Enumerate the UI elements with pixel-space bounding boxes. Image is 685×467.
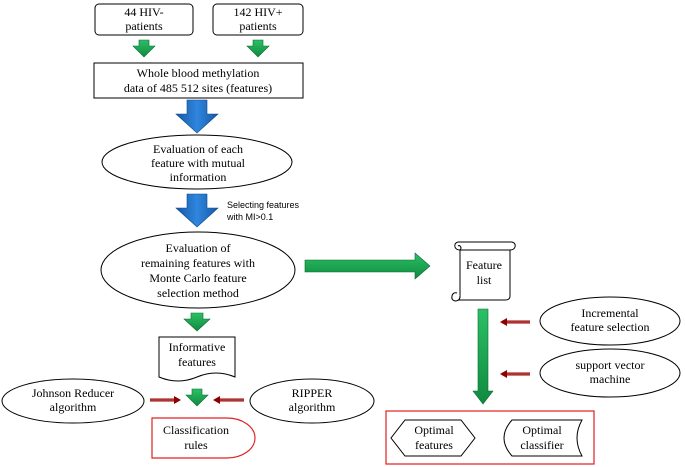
mutual-info-line2: feature with mutual <box>151 156 246 170</box>
selecting-line2: with MI>0.1 <box>226 212 273 222</box>
johnson-line2: algorithm <box>50 400 97 414</box>
selecting-line1: Selecting features <box>227 200 300 210</box>
feature-list-line1: Feature <box>466 258 502 272</box>
red-arrow-johnson <box>150 396 181 404</box>
incremental-selection-ellipse: Incremental feature selection <box>539 296 681 346</box>
selecting-features-note: Selecting features with MI>0.1 <box>226 200 300 222</box>
monte-carlo-line3: Monte Carlo feature <box>149 271 246 285</box>
johnson-reducer-ellipse: Johnson Reducer algorithm <box>1 378 145 424</box>
informative-features-document: Informative features <box>158 336 236 382</box>
red-arrow-svm <box>500 370 530 378</box>
arrow-down-to-optimal <box>472 308 494 405</box>
arrow-right-to-feature-list <box>304 252 431 280</box>
rules-line2: rules <box>184 438 208 452</box>
incremental-line1: Incremental <box>581 306 639 320</box>
optimal-outputs-frame <box>385 410 595 465</box>
optimal-classifier-line2: classifier <box>520 438 563 452</box>
monte-carlo-ellipse: Evaluation of remaining features with Mo… <box>100 231 296 309</box>
rules-line1: Classification <box>163 423 229 437</box>
optimal-classifier-shape: Optimal classifier <box>503 419 583 457</box>
hiv-negative-line2: patients <box>125 19 163 33</box>
johnson-line1: Johnson Reducer <box>32 386 114 400</box>
svm-line2: machine <box>590 372 631 386</box>
methylation-line1: Whole blood methylation <box>137 66 260 80</box>
red-arrow-incremental <box>500 318 530 326</box>
mutual-info-line3: information <box>170 170 227 184</box>
informative-line1: Informative <box>169 340 226 354</box>
svm-ellipse: support vector machine <box>539 348 681 398</box>
hiv-negative-box: 44 HIV- patients <box>94 3 194 36</box>
arrow-down-blue-2 <box>175 193 219 228</box>
hiv-negative-line1: 44 HIV- <box>124 5 163 19</box>
arrow-down-blue-1 <box>175 99 219 134</box>
arrow-down-to-rules <box>185 388 209 407</box>
optimal-features-hexagon: Optimal features <box>390 419 476 457</box>
optimal-features-line2: features <box>415 438 453 452</box>
ripper-line2: algorithm <box>289 400 336 414</box>
arrow-down-hiv-neg <box>132 39 156 58</box>
mutual-info-line1: Evaluation of each <box>153 142 243 156</box>
incremental-line2: feature selection <box>571 320 650 334</box>
hiv-positive-box: 142 HIV+ patients <box>212 3 304 36</box>
feature-list-scroll: Feature list <box>451 241 516 302</box>
informative-line2: features <box>178 355 216 369</box>
feature-list-line2: list <box>477 273 492 287</box>
optimal-features-line1: Optimal <box>414 423 454 437</box>
arrow-down-to-informative <box>183 312 211 332</box>
arrow-down-hiv-pos <box>246 39 270 58</box>
hiv-positive-line2: patients <box>239 19 277 33</box>
mutual-information-ellipse: Evaluation of each feature with mutual i… <box>101 134 293 190</box>
monte-carlo-line2: remaining features with <box>141 256 255 270</box>
methylation-line2: data of 485 512 sites (features) <box>124 81 272 95</box>
monte-carlo-line1: Evaluation of <box>166 241 231 255</box>
optimal-classifier-line1: Optimal <box>522 423 562 437</box>
red-arrow-ripper <box>213 396 244 404</box>
hiv-positive-line1: 142 HIV+ <box>233 5 282 19</box>
svm-line1: support vector <box>576 358 645 372</box>
ripper-ellipse: RIPPER algorithm <box>249 378 375 424</box>
ripper-line1: RIPPER <box>292 386 333 400</box>
classification-rules-output: Classification rules <box>151 417 256 459</box>
monte-carlo-line4: selection method <box>157 286 239 300</box>
methylation-data-box: Whole blood methylation data of 485 512 … <box>93 62 304 99</box>
